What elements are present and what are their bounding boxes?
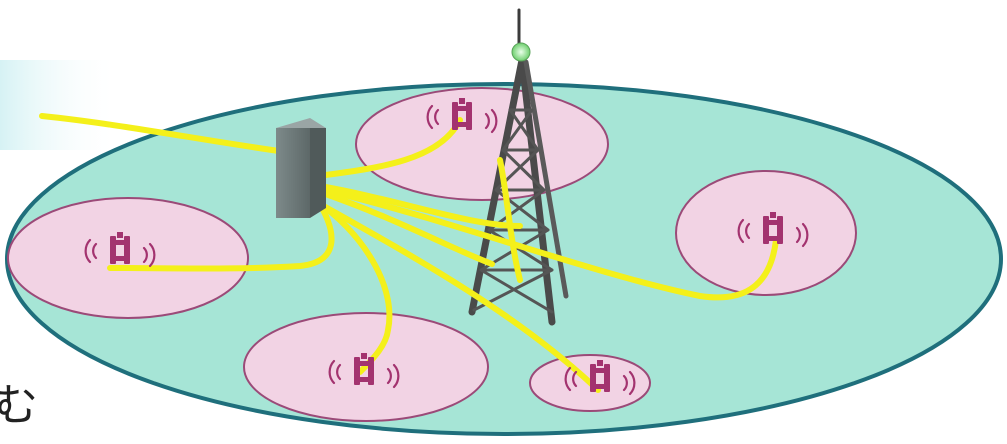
- antenna-signal-icon: [328, 353, 400, 389]
- partial-caption-text: む: [0, 380, 38, 431]
- fiber-to-top-cell: [315, 117, 463, 179]
- background-glow: [0, 60, 120, 150]
- fiber-to-left-cell: [107, 195, 335, 272]
- fiber-to-tower-b: [317, 183, 523, 229]
- fiber-to-tower-a: [317, 189, 495, 267]
- fiber-tower-feed: [497, 157, 523, 283]
- fiber-to-right-cell: [321, 187, 779, 301]
- antenna-signal-icon: [737, 212, 809, 248]
- fiber-uplink: [39, 113, 289, 155]
- fiber-to-bottom-right-cell: [317, 201, 601, 393]
- antenna-signal-icon: [564, 360, 636, 396]
- server-box-icon: [276, 118, 326, 218]
- small-cell-area-top: [355, 87, 609, 201]
- fiber-to-bottom-left-cell: [315, 199, 393, 375]
- antenna-signal-icon: [426, 98, 498, 134]
- fiber-links: [39, 113, 779, 393]
